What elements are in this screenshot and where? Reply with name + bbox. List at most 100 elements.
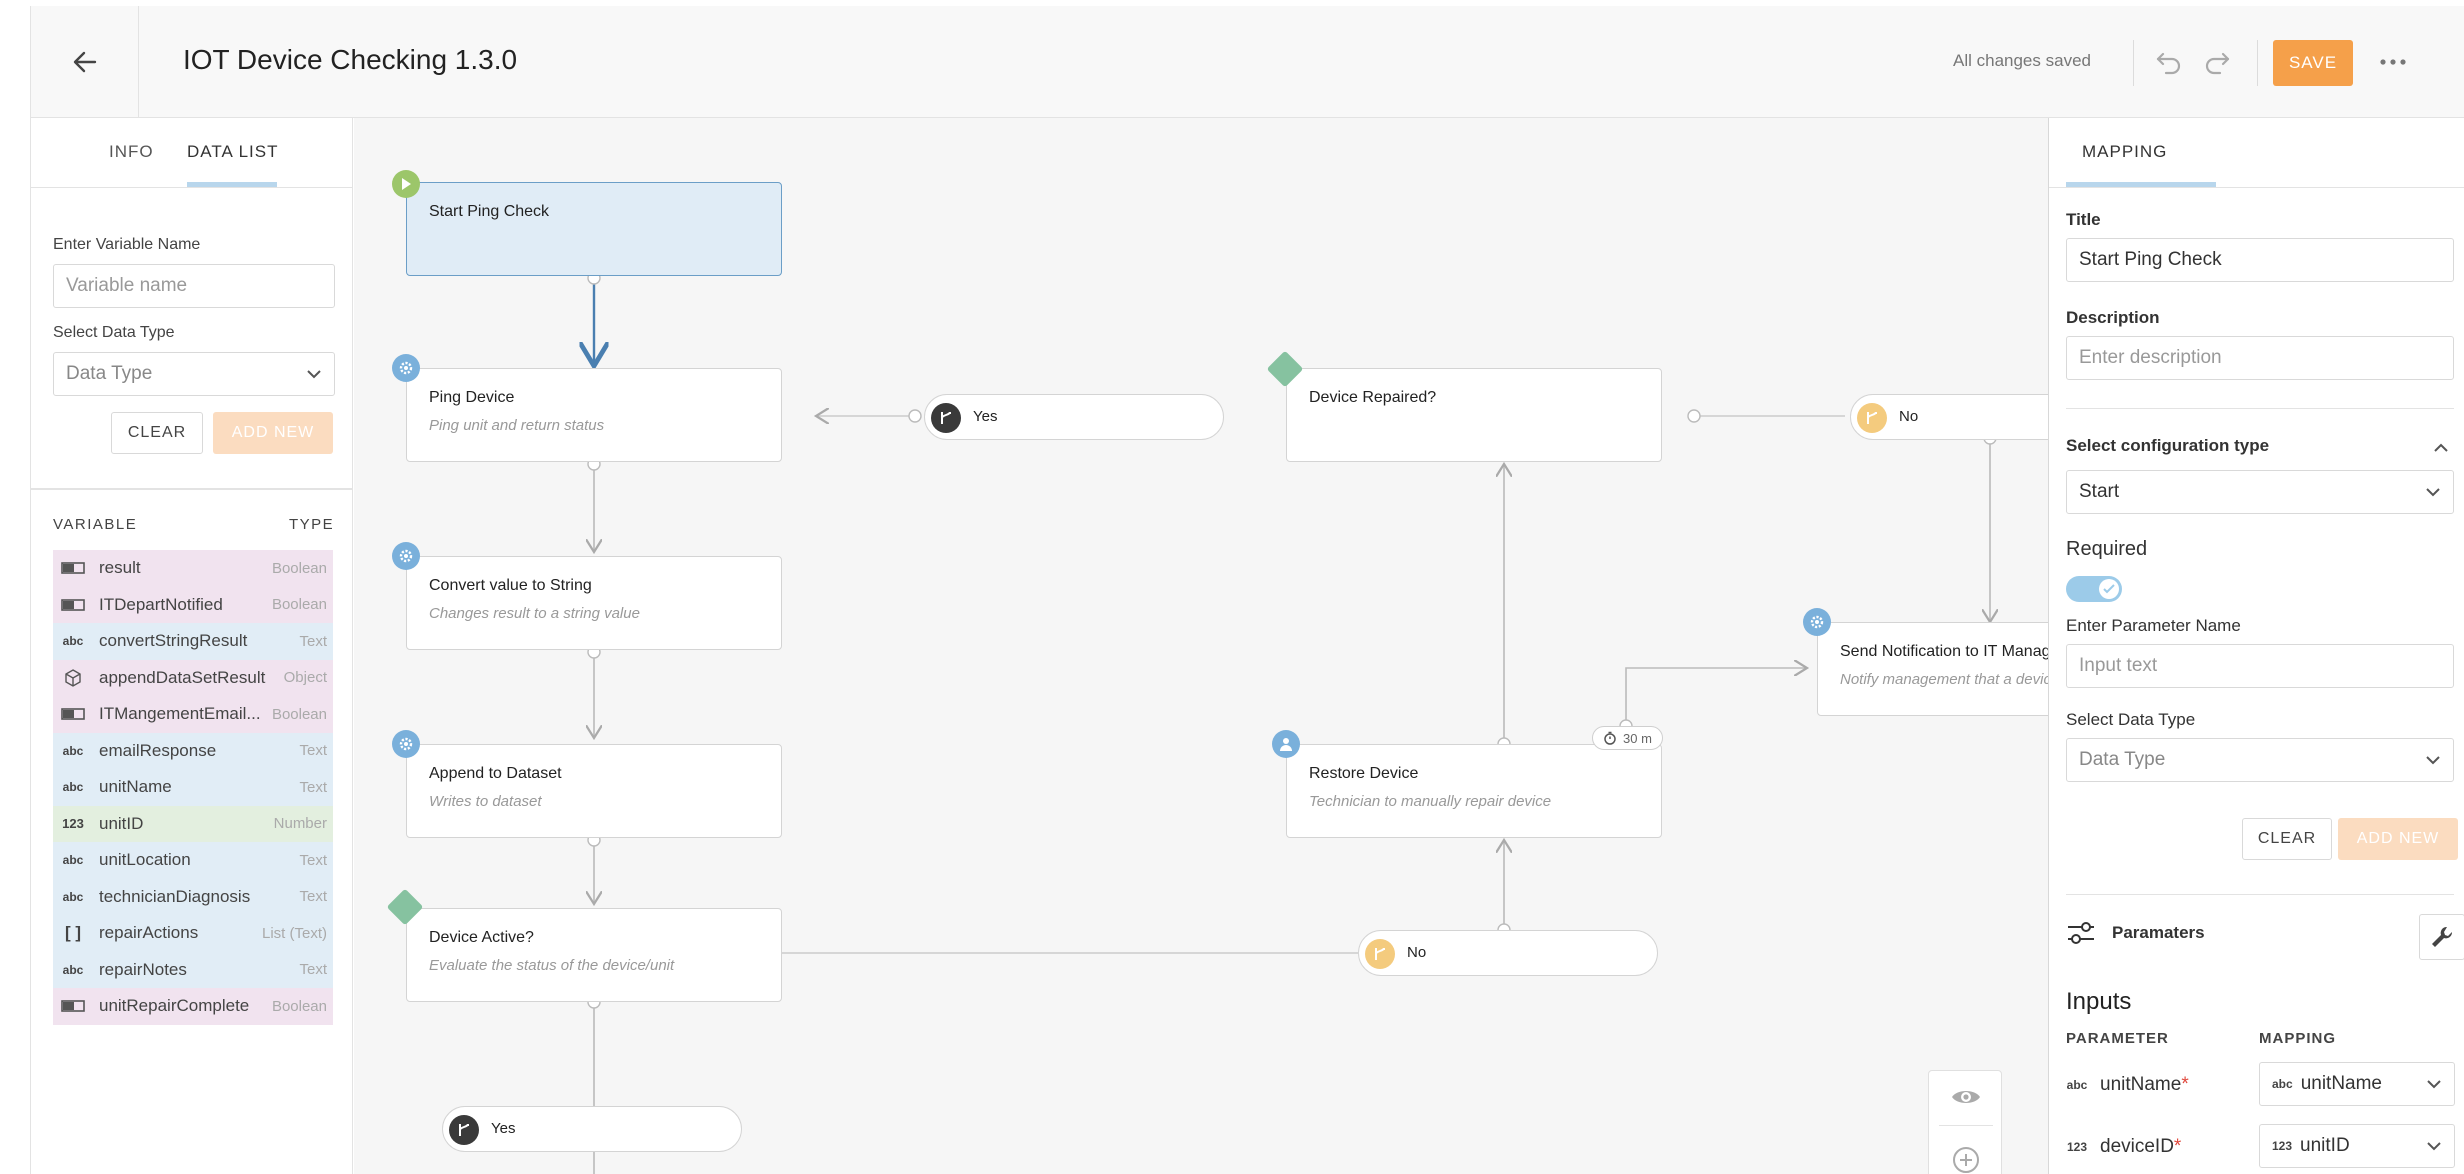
back-button[interactable] <box>31 6 139 118</box>
param-name: unitName <box>2100 1074 2182 1095</box>
timer-chip[interactable]: 30 m <box>1592 726 1663 750</box>
data-type-select[interactable]: Data Type <box>53 352 335 396</box>
branch-yes-bottom[interactable]: Yes <box>442 1106 742 1152</box>
data-type-label: Select Data Type <box>53 324 175 341</box>
undo-button[interactable] <box>2149 42 2189 82</box>
parameters-section-header[interactable]: Paramaters <box>2066 908 2454 958</box>
tab-info[interactable]: INFO <box>109 142 154 161</box>
param-data-type-label: Select Data Type <box>2066 710 2196 729</box>
gear-icon <box>1803 608 1831 636</box>
branch-no-top[interactable]: No <box>1850 394 2048 440</box>
variable-type: List (Text) <box>261 924 327 942</box>
node-title: Device Repaired? <box>1309 389 1437 406</box>
number-123-icon: 123 <box>2272 1139 2293 1153</box>
tab-mapping[interactable]: MAPPING <box>2082 142 2168 161</box>
param-clear-button[interactable]: CLEAR <box>2242 818 2332 860</box>
toggle-icon <box>59 704 87 724</box>
variable-name: repairActions <box>99 923 199 943</box>
branch-no-mid[interactable]: No <box>1358 930 1658 976</box>
variable-type: Text <box>299 632 327 650</box>
chevron-down-icon <box>2426 488 2440 497</box>
variable-row[interactable]: [ ] repairActions List (Text) <box>53 915 333 952</box>
wrench-icon <box>2432 926 2453 947</box>
inputs-title: Inputs <box>2066 988 2132 1015</box>
panel-separator <box>31 488 353 490</box>
header-divider <box>2133 40 2134 86</box>
node-append-dataset[interactable]: Append to Dataset Writes to dataset <box>406 744 782 838</box>
node-convert-value[interactable]: Convert value to String Changes result t… <box>406 556 782 650</box>
timer-label: 30 m <box>1623 730 1652 746</box>
variable-name: ITDepartNotified <box>99 594 223 614</box>
variable-type: Text <box>299 742 327 760</box>
sliders-icon <box>2068 922 2094 944</box>
header-divider <box>2257 40 2258 86</box>
mapping-value: unitID <box>2300 1135 2350 1156</box>
node-description: Ping unit and return status <box>429 417 605 434</box>
node-restore-device[interactable]: Restore Device Technician to manually re… <box>1286 744 1662 838</box>
param-name-input[interactable] <box>2066 644 2454 688</box>
check-icon <box>2103 584 2115 594</box>
node-device-active[interactable]: Device Active? Evaluate the status of th… <box>406 908 782 1002</box>
description-input[interactable] <box>2066 336 2454 380</box>
redo-button[interactable] <box>2197 42 2237 82</box>
more-options-button[interactable] <box>2371 42 2415 82</box>
node-title: Send Notification to IT Management <box>1840 643 2048 660</box>
collapse-section-button[interactable] <box>2433 440 2449 458</box>
active-tab-indicator <box>187 182 277 187</box>
section-separator <box>2066 894 2454 895</box>
variable-name: ITMangementEmail... <box>99 704 261 724</box>
variable-name: unitLocation <box>99 850 191 870</box>
node-description: Writes to dataset <box>429 793 542 810</box>
chevron-down-icon <box>307 370 321 379</box>
required-toggle[interactable] <box>2066 576 2122 602</box>
number-123-icon: 123 <box>62 816 84 832</box>
node-device-repaired[interactable]: Device Repaired? <box>1286 368 1662 462</box>
config-type-select[interactable]: Start <box>2066 470 2454 514</box>
variable-row[interactable]: ITMangementEmail...Boolean <box>53 696 333 733</box>
param-add-new-button[interactable]: ADD NEW <box>2338 818 2458 860</box>
zoom-controls <box>1928 1070 2002 1174</box>
left-panel: INFO DATA LIST Enter Variable Name Selec… <box>31 118 353 1174</box>
node-title: Start Ping Check <box>429 203 550 220</box>
variable-name: unitRepairComplete <box>99 996 250 1016</box>
config-type-label: Select configuration type <box>2066 436 2270 455</box>
param-data-type-select[interactable]: Data Type <box>2066 738 2454 782</box>
eye-icon[interactable] <box>1951 1087 1981 1112</box>
variable-name: appendDataSetResult <box>99 667 266 687</box>
clear-button[interactable]: CLEAR <box>111 412 203 454</box>
variable-name: emailResponse <box>99 740 217 760</box>
node-send-notification[interactable]: Send Notification to IT Management Notif… <box>1817 622 2048 716</box>
variable-name-input[interactable] <box>53 264 335 308</box>
variable-type: Text <box>299 961 327 979</box>
mapping-select[interactable]: 123 unitID <box>2259 1124 2455 1168</box>
node-start-ping-check[interactable]: Start Ping Check <box>406 182 782 276</box>
node-title: Device Active? <box>429 929 534 946</box>
text-abc-icon: abc <box>2272 1077 2293 1091</box>
save-button[interactable]: SAVE <box>2273 40 2353 86</box>
chevron-down-icon <box>2426 756 2440 765</box>
workflow-canvas[interactable]: Start Ping Check Ping Device Ping unit a… <box>354 118 2048 1174</box>
add-new-button[interactable]: ADD NEW <box>213 412 333 454</box>
list-brackets-icon: [ ] <box>64 923 82 943</box>
branch-icon <box>931 403 961 433</box>
title-input[interactable] <box>2066 238 2454 282</box>
tab-data-list[interactable]: DATA LIST <box>187 142 279 161</box>
parameters-settings-button[interactable] <box>2419 914 2464 960</box>
header-bar: IOT Device Checking 1.3.0 All changes sa… <box>31 6 2464 118</box>
node-ping-device[interactable]: Ping Device Ping unit and return status <box>406 368 782 462</box>
gear-icon <box>392 542 420 570</box>
zoom-in-icon[interactable] <box>1951 1145 1981 1174</box>
branch-yes-top[interactable]: Yes <box>924 394 1224 440</box>
